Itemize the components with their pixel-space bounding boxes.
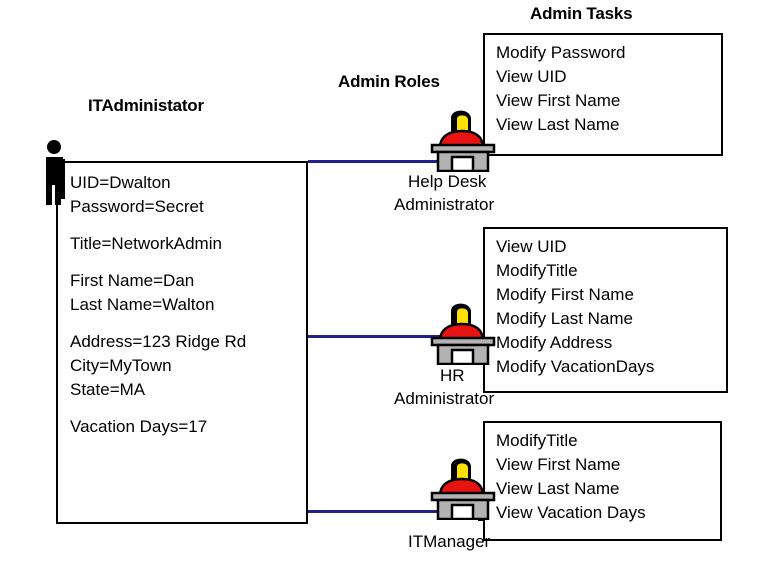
role-label-help-desk-line2: Administrator — [394, 195, 495, 214]
task-item: View UID — [496, 237, 567, 256]
attribute-spacer — [70, 317, 302, 330]
attribute-line: First Name=Dan — [70, 271, 195, 290]
user-attributes-box: UID=Dwalton Password=Secret Title=Networ… — [56, 161, 308, 524]
task-list: View UID ModifyTitle Modify First Name M… — [496, 235, 722, 379]
attribute-line: Title=NetworkAdmin — [70, 234, 222, 253]
task-item: View First Name — [496, 91, 621, 110]
task-item: View Vacation Days — [496, 503, 646, 522]
role-label-help-desk-line1: Help Desk — [408, 172, 487, 191]
person-at-desk-icon — [426, 297, 500, 366]
page-title-it-administrator: ITAdministator — [88, 96, 204, 115]
attribute-line: Vacation Days=17 — [70, 417, 208, 436]
task-item: Modify Last Name — [496, 309, 633, 328]
attribute-line: UID=Dwalton — [70, 173, 171, 192]
task-item: View UID — [496, 67, 567, 86]
tasks-box-help-desk-administrator: Modify Password View UID View First Name… — [483, 33, 723, 156]
attribute-line: City=MyTown — [70, 356, 172, 375]
task-item: Modify First Name — [496, 285, 634, 304]
task-list: ModifyTitle View First Name View Last Na… — [496, 429, 716, 525]
user-attributes-list: UID=Dwalton Password=Secret Title=Networ… — [70, 171, 302, 439]
task-item: ModifyTitle — [496, 261, 578, 280]
role-label-hr-line1: HR — [440, 366, 465, 385]
stick-figure-person-icon — [42, 139, 76, 205]
task-list: Modify Password View UID View First Name… — [496, 41, 717, 137]
task-item: View First Name — [496, 455, 621, 474]
tasks-box-it-manager: ModifyTitle View First Name View Last Na… — [483, 421, 722, 541]
attribute-spacer — [70, 256, 302, 269]
task-item: View Last Name — [496, 115, 620, 134]
attribute-spacer — [70, 402, 302, 415]
role-label-it-manager-line1: ITManager — [408, 532, 491, 551]
connector-user-to-helpdesk — [308, 160, 449, 163]
task-item: Modify VacationDays — [496, 357, 655, 376]
tasks-box-hr-administrator: View UID ModifyTitle Modify First Name M… — [483, 227, 728, 393]
role-label-hr-line2: Administrator — [394, 389, 495, 408]
task-item: Modify Address — [496, 333, 613, 352]
attribute-line: Password=Secret — [70, 197, 204, 216]
connector-user-to-itmanager — [308, 510, 449, 513]
attribute-line: Address=123 Ridge Rd — [70, 332, 247, 351]
attribute-spacer — [70, 219, 302, 232]
person-at-desk-icon — [426, 104, 500, 173]
task-item: Modify Password — [496, 43, 626, 62]
page-title-admin-roles: Admin Roles — [338, 72, 440, 91]
person-at-desk-icon — [426, 452, 500, 521]
attribute-line: State=MA — [70, 380, 146, 399]
task-item: View Last Name — [496, 479, 620, 498]
connector-user-to-hr — [308, 335, 449, 338]
task-item: ModifyTitle — [496, 431, 578, 450]
page-title-admin-tasks: Admin Tasks — [530, 4, 633, 23]
attribute-line: Last Name=Walton — [70, 295, 215, 314]
